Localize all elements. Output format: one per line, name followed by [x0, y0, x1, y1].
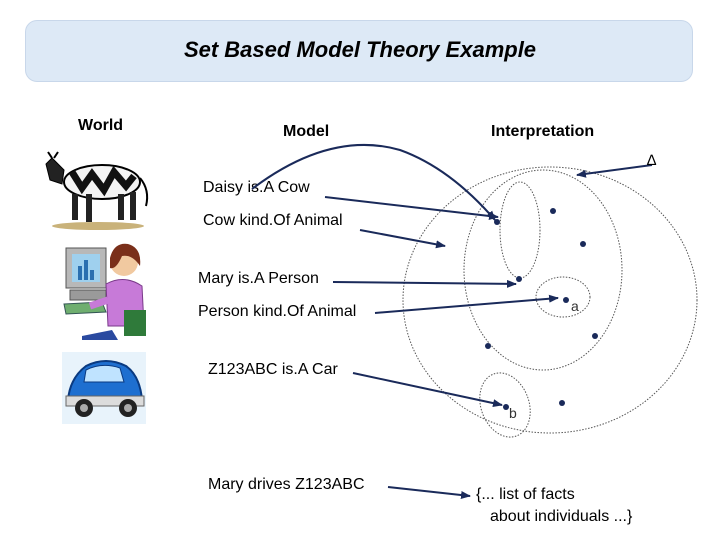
facts-note-line1: {... list of facts [476, 486, 575, 503]
page-title: Set Based Model Theory Example [183, 37, 537, 62]
domain-symbol: ∆ [647, 152, 657, 169]
individual-dot [592, 333, 598, 339]
cow-illustration [45, 151, 149, 230]
header-model: Model [283, 123, 330, 140]
person-at-computer-illustration [63, 243, 146, 340]
arrow-daisy [324, 196, 499, 220]
arrow-model-to-interpretation [251, 143, 496, 221]
arrow-drives [387, 486, 471, 499]
individual-dot [559, 400, 565, 406]
arrow-z123abc [352, 372, 503, 408]
arrow-mary [332, 279, 517, 288]
facts-note-line2: about individuals ...} [490, 508, 633, 525]
individual-dot [580, 241, 586, 247]
label-individual-b: b [509, 405, 517, 421]
statement-z123abc-is-a-car: Z123ABC is.A Car [208, 361, 338, 378]
statement-person-kind-of-animal: Person kind.Of Animal [198, 303, 357, 320]
statement-mary-is-a-person: Mary is.A Person [198, 270, 319, 287]
individual-b [503, 404, 509, 410]
title-banner [25, 20, 693, 82]
statement-mary-drives-z123abc: Mary drives Z123ABC [208, 476, 365, 493]
statement-cow-kind-of-animal: Cow kind.Of Animal [203, 212, 343, 229]
statement-daisy-is-a-cow: Daisy is.A Cow [203, 179, 310, 196]
person-set [535, 276, 591, 318]
arrow-cow-kind-of-animal [359, 229, 446, 249]
individual-dot [516, 276, 522, 282]
individual-dot [485, 343, 491, 349]
header-interpretation: Interpretation [491, 123, 595, 140]
arrow-to-domain [576, 164, 653, 178]
car-illustration [62, 352, 146, 424]
animal-set [463, 169, 623, 371]
domain-set [402, 166, 698, 434]
cow-set [499, 181, 541, 279]
arrow-person-kind-of-animal [374, 294, 559, 314]
label-individual-a: a [571, 298, 579, 314]
individual-dot [550, 208, 556, 214]
individual-a [563, 297, 569, 303]
header-world: World [78, 117, 124, 134]
